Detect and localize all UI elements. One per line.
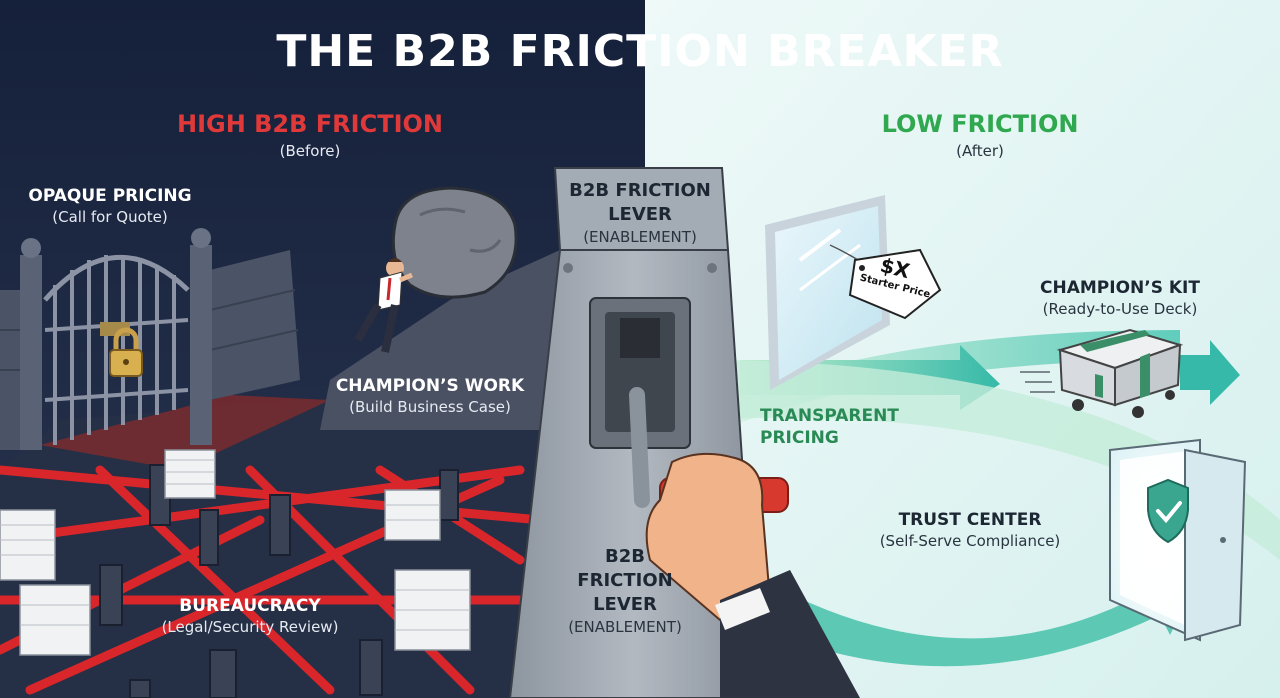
door-icon <box>1109 438 1247 642</box>
arrow-icon <box>1180 340 1240 405</box>
lever-bottom-sub: (ENABLEMENT) <box>568 618 682 636</box>
gift-box-icon <box>1056 328 1184 418</box>
transparent-pricing-label-2: PRICING <box>760 428 839 448</box>
paper-stack-icon <box>0 449 471 656</box>
right-header: LOW FRICTION <box>881 110 1079 138</box>
opaque-pricing-label: OPAQUE PRICING <box>28 186 192 206</box>
left-header: HIGH B2B FRICTION <box>176 110 443 138</box>
lever-bottom-label-2: FRICTION <box>577 570 673 591</box>
right-header-sub: (After) <box>956 142 1004 160</box>
person-pushing-icon <box>354 258 413 353</box>
hill <box>320 250 600 430</box>
champions-work-sub: (Build Business Case) <box>349 398 511 416</box>
speed-lines <box>1020 371 1055 393</box>
lever-bottom-label-1: B2B <box>605 546 645 567</box>
lever-top-label-2: LEVER <box>608 204 672 225</box>
hand-icon <box>645 452 860 698</box>
lever-top-sub: (ENABLEMENT) <box>583 228 697 246</box>
opaque-pricing-sub: (Call for Quote) <box>52 208 168 226</box>
transparent-pricing-label-1: TRANSPARENT <box>760 406 899 426</box>
arrow-band-curve <box>700 360 1280 560</box>
price-tag-icon <box>829 244 942 320</box>
left-header-sub: (Before) <box>279 142 341 160</box>
trust-center-label: TRUST CENTER <box>898 510 1042 530</box>
window-icon <box>765 195 890 390</box>
lever-bottom-label-3: LEVER <box>593 594 657 615</box>
shield-check-icon <box>1147 478 1189 544</box>
arrow-icon <box>720 560 1195 667</box>
champions-kit-label: CHAMPION’S KIT <box>1040 278 1200 298</box>
stanchion-posts <box>99 464 459 698</box>
padlock-icon <box>109 327 143 377</box>
boulder-icon <box>391 186 518 299</box>
page-title: THE B2B FRICTION BREAKER <box>276 26 1004 77</box>
red-carpet <box>40 395 330 470</box>
champions-kit-sub: (Ready-to-Use Deck) <box>1042 300 1198 318</box>
champions-work-label: CHAMPION’S WORK <box>335 376 525 396</box>
trust-center-sub: (Self-Serve Compliance) <box>879 532 1061 550</box>
gate-icon <box>20 228 212 450</box>
bureaucracy-sub: (Legal/Security Review) <box>161 618 339 636</box>
bureaucracy-label: BUREAUCRACY <box>179 596 321 616</box>
lever-top-label-1: B2B FRICTION <box>569 180 711 201</box>
